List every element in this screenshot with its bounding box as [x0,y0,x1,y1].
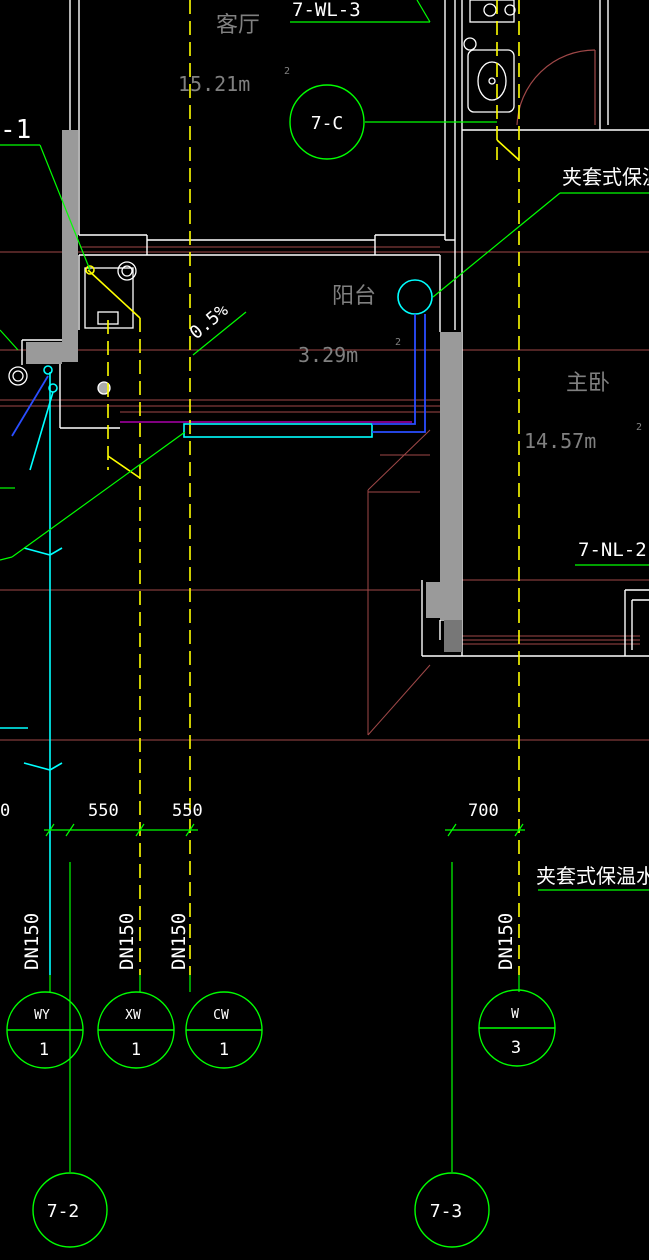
living-room-area-unit: 2 [284,66,290,77]
pipe-size-wy: DN150 [21,913,43,970]
pipe-size-w: DN150 [495,913,517,970]
balcony-area: 3.29m [298,343,358,367]
reference-lines [0,246,649,741]
master-bedroom-area: 14.57m [524,429,596,453]
floor-drains [8,261,137,395]
axis-bubbles [32,84,490,1248]
dimension-550-b: 550 [172,801,203,821]
cyan-pipes [0,279,433,975]
wall-hatch [26,130,462,652]
pipe-size-cw: DN150 [168,913,190,970]
axis-7-2-label: 7-2 [47,1201,80,1222]
insulation-note-lower: 夹套式保温水 [536,864,649,888]
insulation-note-upper: 夹套式保温 [562,165,649,189]
tag-w-system: W [511,1007,519,1022]
dimension-550-a: 550 [88,801,119,821]
riser-label-left: -1 [0,115,31,145]
dimension-left-cut: 0 [0,801,10,821]
balcony-name: 阳台 [332,284,376,309]
riser-label-top: 7-WL-3 [292,0,361,21]
blue-pipes [11,314,426,437]
tag-w-number: 3 [511,1038,521,1058]
tag-xw-system: XW [125,1008,141,1023]
yellow-pipes [107,0,520,975]
tag-xw-number: 1 [131,1040,141,1060]
tag-wy-number: 1 [39,1040,49,1060]
master-bedroom-name: 主卧 [566,371,610,396]
balcony-area-unit: 2 [395,337,401,348]
yellow-pipe-branches [85,139,520,479]
tag-cw-system: CW [213,1008,229,1023]
axis-7-3-label: 7-3 [430,1201,463,1222]
pipe-size-xw: DN150 [116,913,138,970]
tag-wy-system: WY [34,1008,50,1023]
riser-label-right: 7-NL-2 [578,539,647,561]
living-room-area: 15.21m [178,72,250,96]
dimension-700: 700 [468,801,499,821]
living-room-name: 客厅 [216,13,260,38]
toilet-fixture [463,0,516,113]
pipe-tag-bubbles [6,989,556,1069]
slope-label: 0.5% [186,300,233,344]
tag-cw-number: 1 [219,1040,229,1060]
green-lines [0,0,649,1172]
axis-7c-label: 7-C [311,113,344,134]
door [516,49,596,126]
master-bedroom-area-unit: 2 [636,422,642,433]
